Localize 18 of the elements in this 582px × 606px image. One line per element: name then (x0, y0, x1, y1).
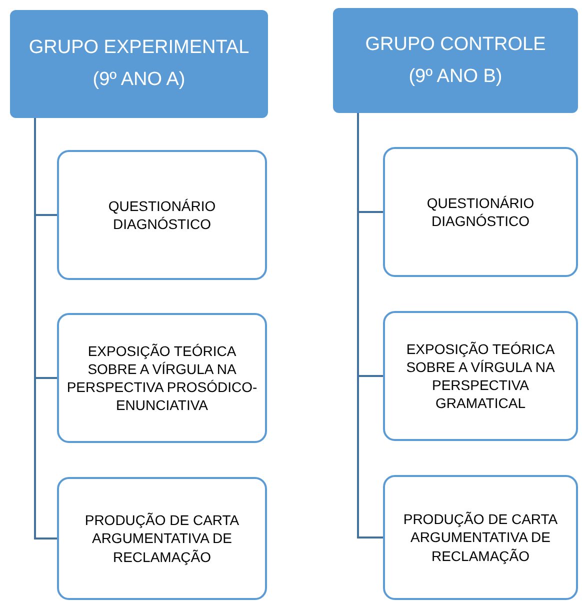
group-header-box (333, 8, 578, 113)
step-box (57, 477, 267, 600)
group-title: GRUPO CONTROLE (365, 32, 546, 57)
step-text: EXPOSIÇÃO TEÓRICA SOBRE A VÍRGULA NA PERSPECTIVA PROSÓDICO-ENUNCIATIVA (66, 342, 258, 414)
step-text: PRODUÇÃO DE CARTA ARGUMENTATIVA DE RECLAMAÇÃO (84, 511, 240, 566)
group-title: (9º ANO A) (92, 68, 186, 92)
step-box (383, 475, 578, 600)
group-header-box (10, 10, 268, 118)
step-box (383, 311, 578, 441)
step-text: PRODUÇÃO DE CARTA ARGUMENTATIVA DE RECLAMAÇÃO (402, 510, 559, 565)
group-title: (9º ANO B) (408, 64, 502, 88)
step-text: QUESTIONÁRIO DIAGNÓSTICO (107, 196, 217, 234)
step-box (383, 147, 578, 277)
step-box (57, 150, 267, 280)
step-box (57, 313, 267, 443)
step-text: QUESTIONÁRIO DIAGNÓSTICO (426, 194, 536, 230)
group-title: GRUPO EXPERIMENTAL (28, 36, 250, 60)
step-text: EXPOSIÇÃO TEÓRICA SOBRE A VÍRGULA NA PERSPECTIVA GRAMATICAL (405, 340, 556, 412)
